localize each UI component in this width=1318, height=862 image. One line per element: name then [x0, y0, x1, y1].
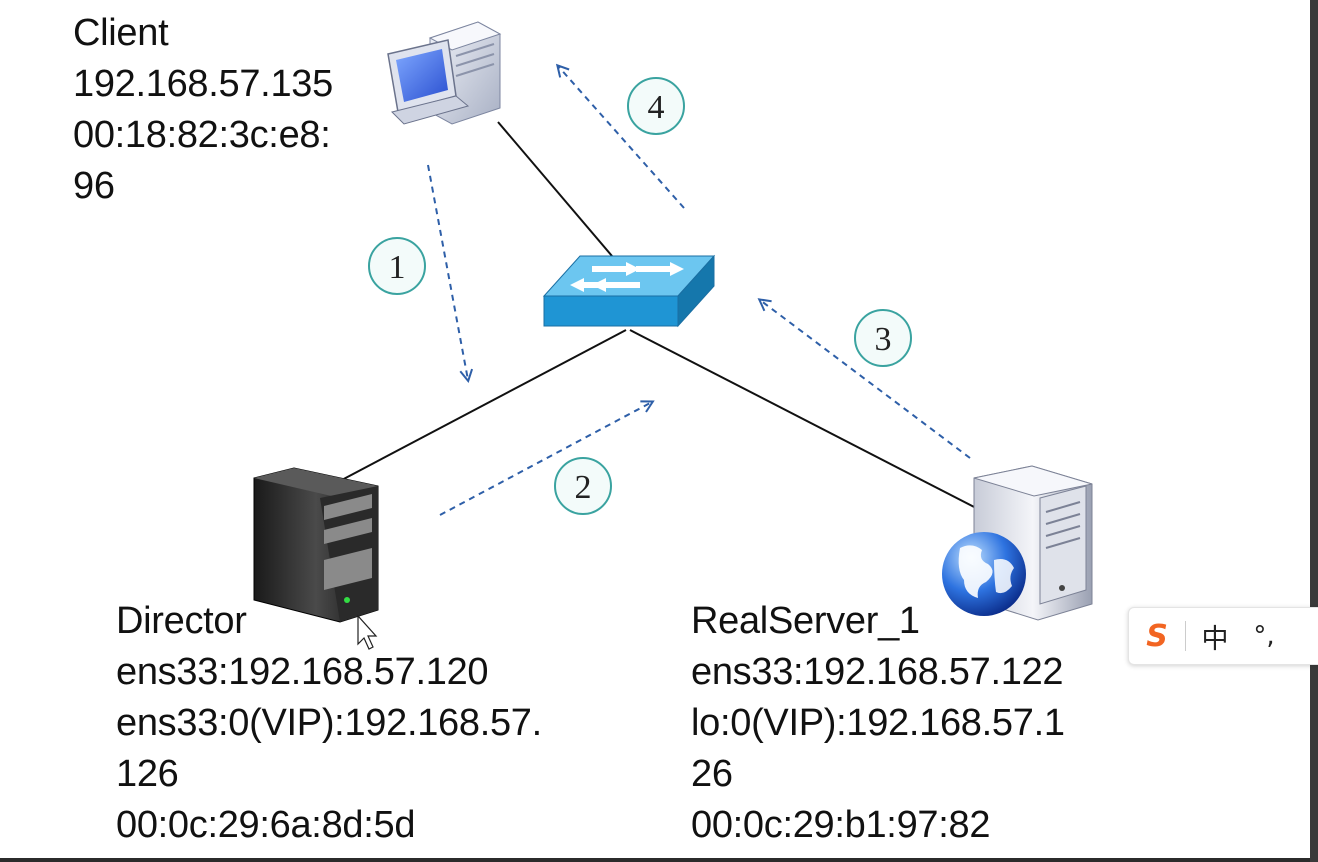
realserver-label: RealServer_1 ens33:192.168.57.122 lo:0(V… [691, 596, 1065, 851]
link-client-switch [497, 121, 613, 257]
network-links [337, 121, 981, 511]
ime-divider [1185, 621, 1186, 651]
client-computer-icon [387, 21, 502, 125]
director-vip-line2: 126 [116, 753, 179, 795]
ime-punctuation-toggle[interactable]: °, [1253, 621, 1275, 651]
client-ip: 192.168.57.135 [73, 63, 333, 105]
globe-icon [942, 532, 1026, 616]
flow-arrows [427, 63, 971, 516]
arrow-step-2 [439, 400, 655, 516]
step-3-badge: 3 [854, 309, 912, 367]
ime-toolbar[interactable]: S 中 °, [1128, 607, 1318, 665]
client-label: Client 192.168.57.135 00:18:82:3c:e8: 96 [73, 8, 333, 212]
client-mac-line2: 96 [73, 165, 115, 207]
step-3-label: 3 [875, 321, 892, 358]
step-1-label: 1 [389, 249, 406, 286]
client-mac-line1: 00:18:82:3c:e8: [73, 114, 331, 156]
arrow-step-1 [427, 164, 474, 384]
realserver-ens33: ens33:192.168.57.122 [691, 651, 1064, 693]
director-server-icon [253, 467, 379, 623]
director-label: Director ens33:192.168.57.120 ens33:0(VI… [116, 596, 542, 851]
window-edge [1310, 0, 1318, 862]
mouse-cursor-icon [357, 614, 378, 650]
director-ens33: ens33:192.168.57.120 [116, 651, 489, 693]
client-name: Client [73, 12, 169, 54]
ime-language-toggle[interactable]: 中 [1201, 623, 1229, 655]
step-4-badge: 4 [627, 77, 685, 135]
realserver-mac: 00:0c:29:b1:97:82 [691, 804, 991, 846]
director-name: Director [116, 600, 247, 642]
director-mac: 00:0c:29:6a:8d:5d [116, 804, 416, 846]
realserver-name: RealServer_1 [691, 600, 920, 642]
step-2-label: 2 [575, 469, 592, 506]
arrow-step-4 [555, 63, 685, 209]
realserver-vip-line1: lo:0(VIP):192.168.57.1 [691, 702, 1065, 744]
link-switch-realserver [629, 329, 981, 511]
ime-logo-icon[interactable]: S [1146, 618, 1168, 654]
director-vip-line1: ens33:0(VIP):192.168.57. [116, 702, 542, 744]
step-4-label: 4 [648, 89, 665, 126]
step-1-badge: 1 [368, 237, 426, 295]
realserver-vip-line2: 26 [691, 753, 733, 795]
step-2-badge: 2 [554, 457, 612, 515]
switch-icon [542, 254, 716, 328]
realserver-server-icon [942, 465, 1093, 621]
link-switch-director [337, 329, 627, 483]
